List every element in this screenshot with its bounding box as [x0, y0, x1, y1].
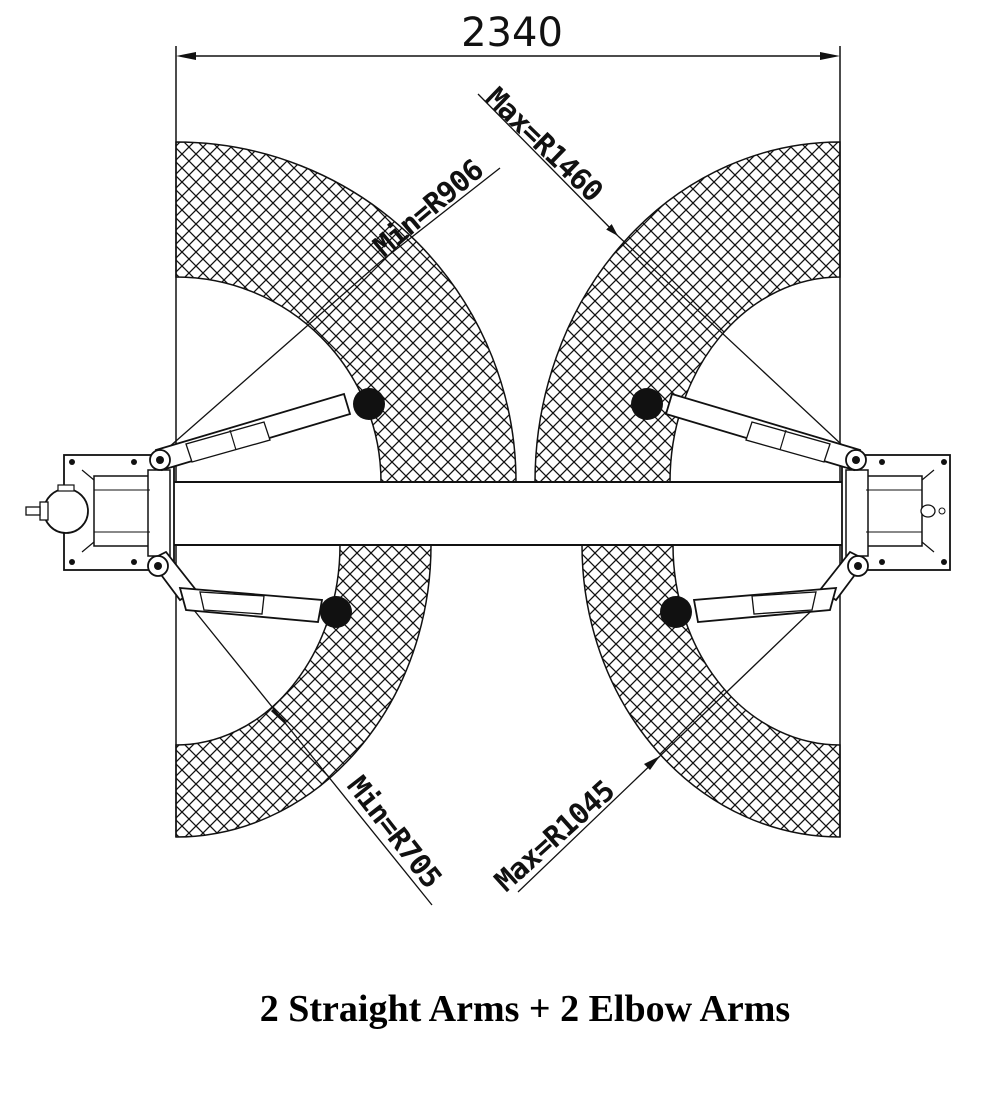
sweep-area-lower-left [175, 544, 432, 838]
lift-pad-upper-left [353, 388, 385, 420]
arm-upper-right [631, 388, 867, 472]
sweep-area-upper-left [175, 141, 517, 483]
arm-lower-right-elbow [660, 550, 869, 628]
label-min-r705: Min=R705 [340, 769, 448, 894]
arm-sweep-areas [175, 141, 841, 838]
label-max-r1460: Max=R1460 [479, 81, 609, 208]
sweep-area-upper-right [534, 141, 841, 483]
dimension-arrow-right [820, 52, 840, 60]
leader-upper-right [477, 93, 619, 237]
lift-pad-lower-left [320, 596, 352, 628]
left-column [25, 454, 175, 571]
diagram-caption: 2 Straight Arms + 2 Elbow Arms [260, 988, 790, 1030]
leader-lower-left [159, 567, 433, 906]
lift-pad-lower-right [660, 596, 692, 628]
lift-pad-upper-right [631, 388, 663, 420]
motor-icon [43, 488, 89, 534]
arm-upper-left [149, 388, 385, 472]
dimension-arrow-left [176, 52, 196, 60]
overall-width-dimension: 2340 [175, 10, 841, 138]
label-min-r906: Min=R906 [367, 153, 490, 264]
sweep-area-lower-right [581, 544, 841, 838]
crossbeam [169, 481, 847, 546]
arm-lower-left-elbow [147, 550, 352, 628]
right-column [841, 454, 951, 571]
leader-upper-left [159, 261, 381, 456]
label-max-r1045: Max=R1045 [488, 774, 621, 898]
overall-width-value: 2340 [461, 10, 563, 56]
